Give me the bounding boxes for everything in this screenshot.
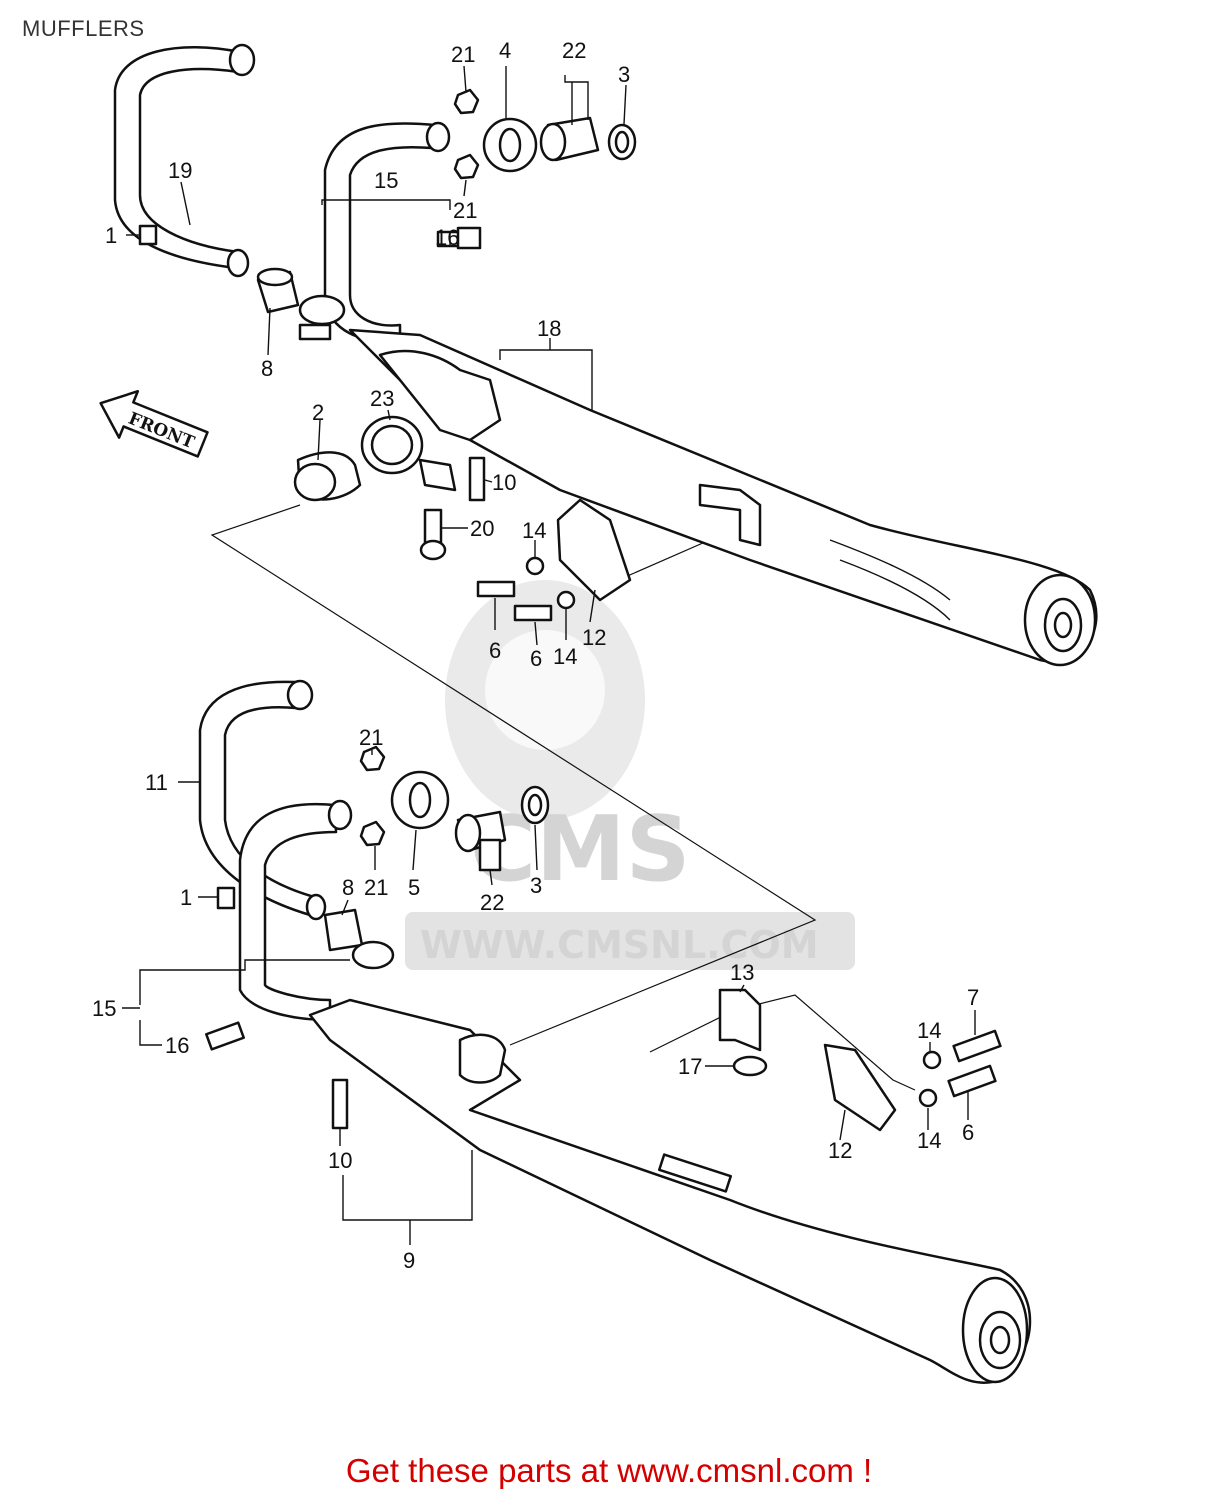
bolt-7 bbox=[952, 1029, 1002, 1063]
bolt-10-upper bbox=[468, 456, 486, 502]
callout-6a: 6 bbox=[489, 638, 501, 663]
callout-23: 23 bbox=[370, 386, 394, 411]
leader-lines bbox=[122, 65, 976, 1245]
callout-6c: 6 bbox=[962, 1120, 974, 1145]
callout-16b: 16 bbox=[165, 1033, 189, 1058]
callout-8a: 8 bbox=[261, 356, 273, 381]
muffler-lower bbox=[308, 998, 1032, 1384]
callout-15b: 15 bbox=[92, 996, 116, 1021]
callout-3a: 3 bbox=[618, 62, 630, 87]
callout-14b: 14 bbox=[553, 644, 577, 669]
washer-14-a bbox=[525, 556, 545, 576]
callout-7: 7 bbox=[967, 985, 979, 1010]
bolt-6-a bbox=[476, 580, 516, 598]
bracket-12-upper bbox=[556, 498, 632, 602]
lower-exhaust-assembly bbox=[198, 679, 1032, 1384]
bolt-20 bbox=[423, 508, 443, 546]
footer-promo-text: Get these parts at www.cmsnl.com ! bbox=[345, 1452, 873, 1489]
callout-1b: 1 bbox=[180, 885, 192, 910]
pipe-19-end bbox=[228, 43, 256, 77]
clamp-lower bbox=[351, 940, 395, 970]
callout-21b: 21 bbox=[453, 198, 477, 223]
nut-21-b bbox=[453, 153, 480, 180]
collar-8-lower bbox=[323, 908, 364, 952]
callout-labels: 21 4 22 3 19 15 21 16 1 8 18 2 23 10 20 … bbox=[92, 38, 979, 1273]
callout-18: 18 bbox=[537, 316, 561, 341]
outlet-lower bbox=[458, 1033, 507, 1084]
callout-10a: 10 bbox=[492, 470, 516, 495]
clamp-upper bbox=[298, 294, 346, 326]
callout-10b: 10 bbox=[328, 1148, 352, 1173]
bolt-16-lower bbox=[205, 1021, 245, 1051]
callout-20: 20 bbox=[470, 516, 494, 541]
bolt-1-lower bbox=[216, 886, 236, 910]
watermark: CMS WWW.CMSNL.COM bbox=[405, 580, 855, 970]
nut-21-d bbox=[359, 820, 386, 847]
callout-5: 5 bbox=[408, 875, 420, 900]
callout-1a: 1 bbox=[105, 223, 117, 248]
connector-23 bbox=[378, 349, 502, 442]
callout-6b: 6 bbox=[530, 646, 542, 671]
callout-3b: 3 bbox=[530, 873, 542, 898]
callout-14a: 14 bbox=[522, 518, 546, 543]
callout-2: 2 bbox=[312, 400, 324, 425]
watermark-url: WWW.CMSNL.COM bbox=[420, 923, 819, 967]
rubber-17 bbox=[732, 1055, 768, 1077]
callout-12a: 12 bbox=[582, 625, 606, 650]
bolt-6-b bbox=[513, 604, 553, 622]
callout-9: 9 bbox=[403, 1248, 415, 1273]
washer-14-c bbox=[922, 1050, 942, 1070]
muffler-bracket-upper bbox=[698, 483, 762, 547]
callout-16a: 16 bbox=[435, 225, 459, 250]
parts-diagram: CMS WWW.CMSNL.COM FRONT bbox=[92, 38, 1098, 1384]
callout-17: 17 bbox=[678, 1054, 702, 1079]
callout-19: 19 bbox=[168, 158, 192, 183]
callout-14d: 14 bbox=[917, 1128, 941, 1153]
bolt-6-c bbox=[947, 1064, 997, 1098]
bolt-10-lower bbox=[331, 1078, 349, 1130]
nut-21-c bbox=[359, 745, 386, 772]
front-arrow: FRONT bbox=[99, 389, 209, 458]
callout-12b: 12 bbox=[828, 1138, 852, 1163]
nut-21-a bbox=[453, 88, 480, 115]
callout-22a: 22 bbox=[562, 38, 586, 63]
callout-15a: 15 bbox=[374, 168, 398, 193]
bolt-1-upper bbox=[138, 224, 158, 246]
washer-14-b bbox=[556, 590, 576, 610]
callout-13: 13 bbox=[730, 960, 754, 985]
watermark-brand: CMS bbox=[470, 797, 690, 902]
callout-21c: 21 bbox=[359, 725, 383, 750]
callout-21a: 21 bbox=[451, 42, 475, 67]
bracket-12-lower bbox=[823, 1043, 897, 1132]
washer-14-d bbox=[918, 1088, 938, 1108]
bracket-13 bbox=[718, 988, 762, 1052]
page-title: MUFFLERS bbox=[22, 16, 145, 41]
callout-14c: 14 bbox=[917, 1018, 941, 1043]
callout-22b: 22 bbox=[480, 890, 504, 915]
upper-exhaust-assembly bbox=[113, 43, 1098, 667]
callout-4: 4 bbox=[499, 38, 511, 63]
callout-8b: 8 bbox=[342, 875, 354, 900]
callout-21d: 21 bbox=[364, 875, 388, 900]
callout-11: 11 bbox=[145, 770, 168, 795]
